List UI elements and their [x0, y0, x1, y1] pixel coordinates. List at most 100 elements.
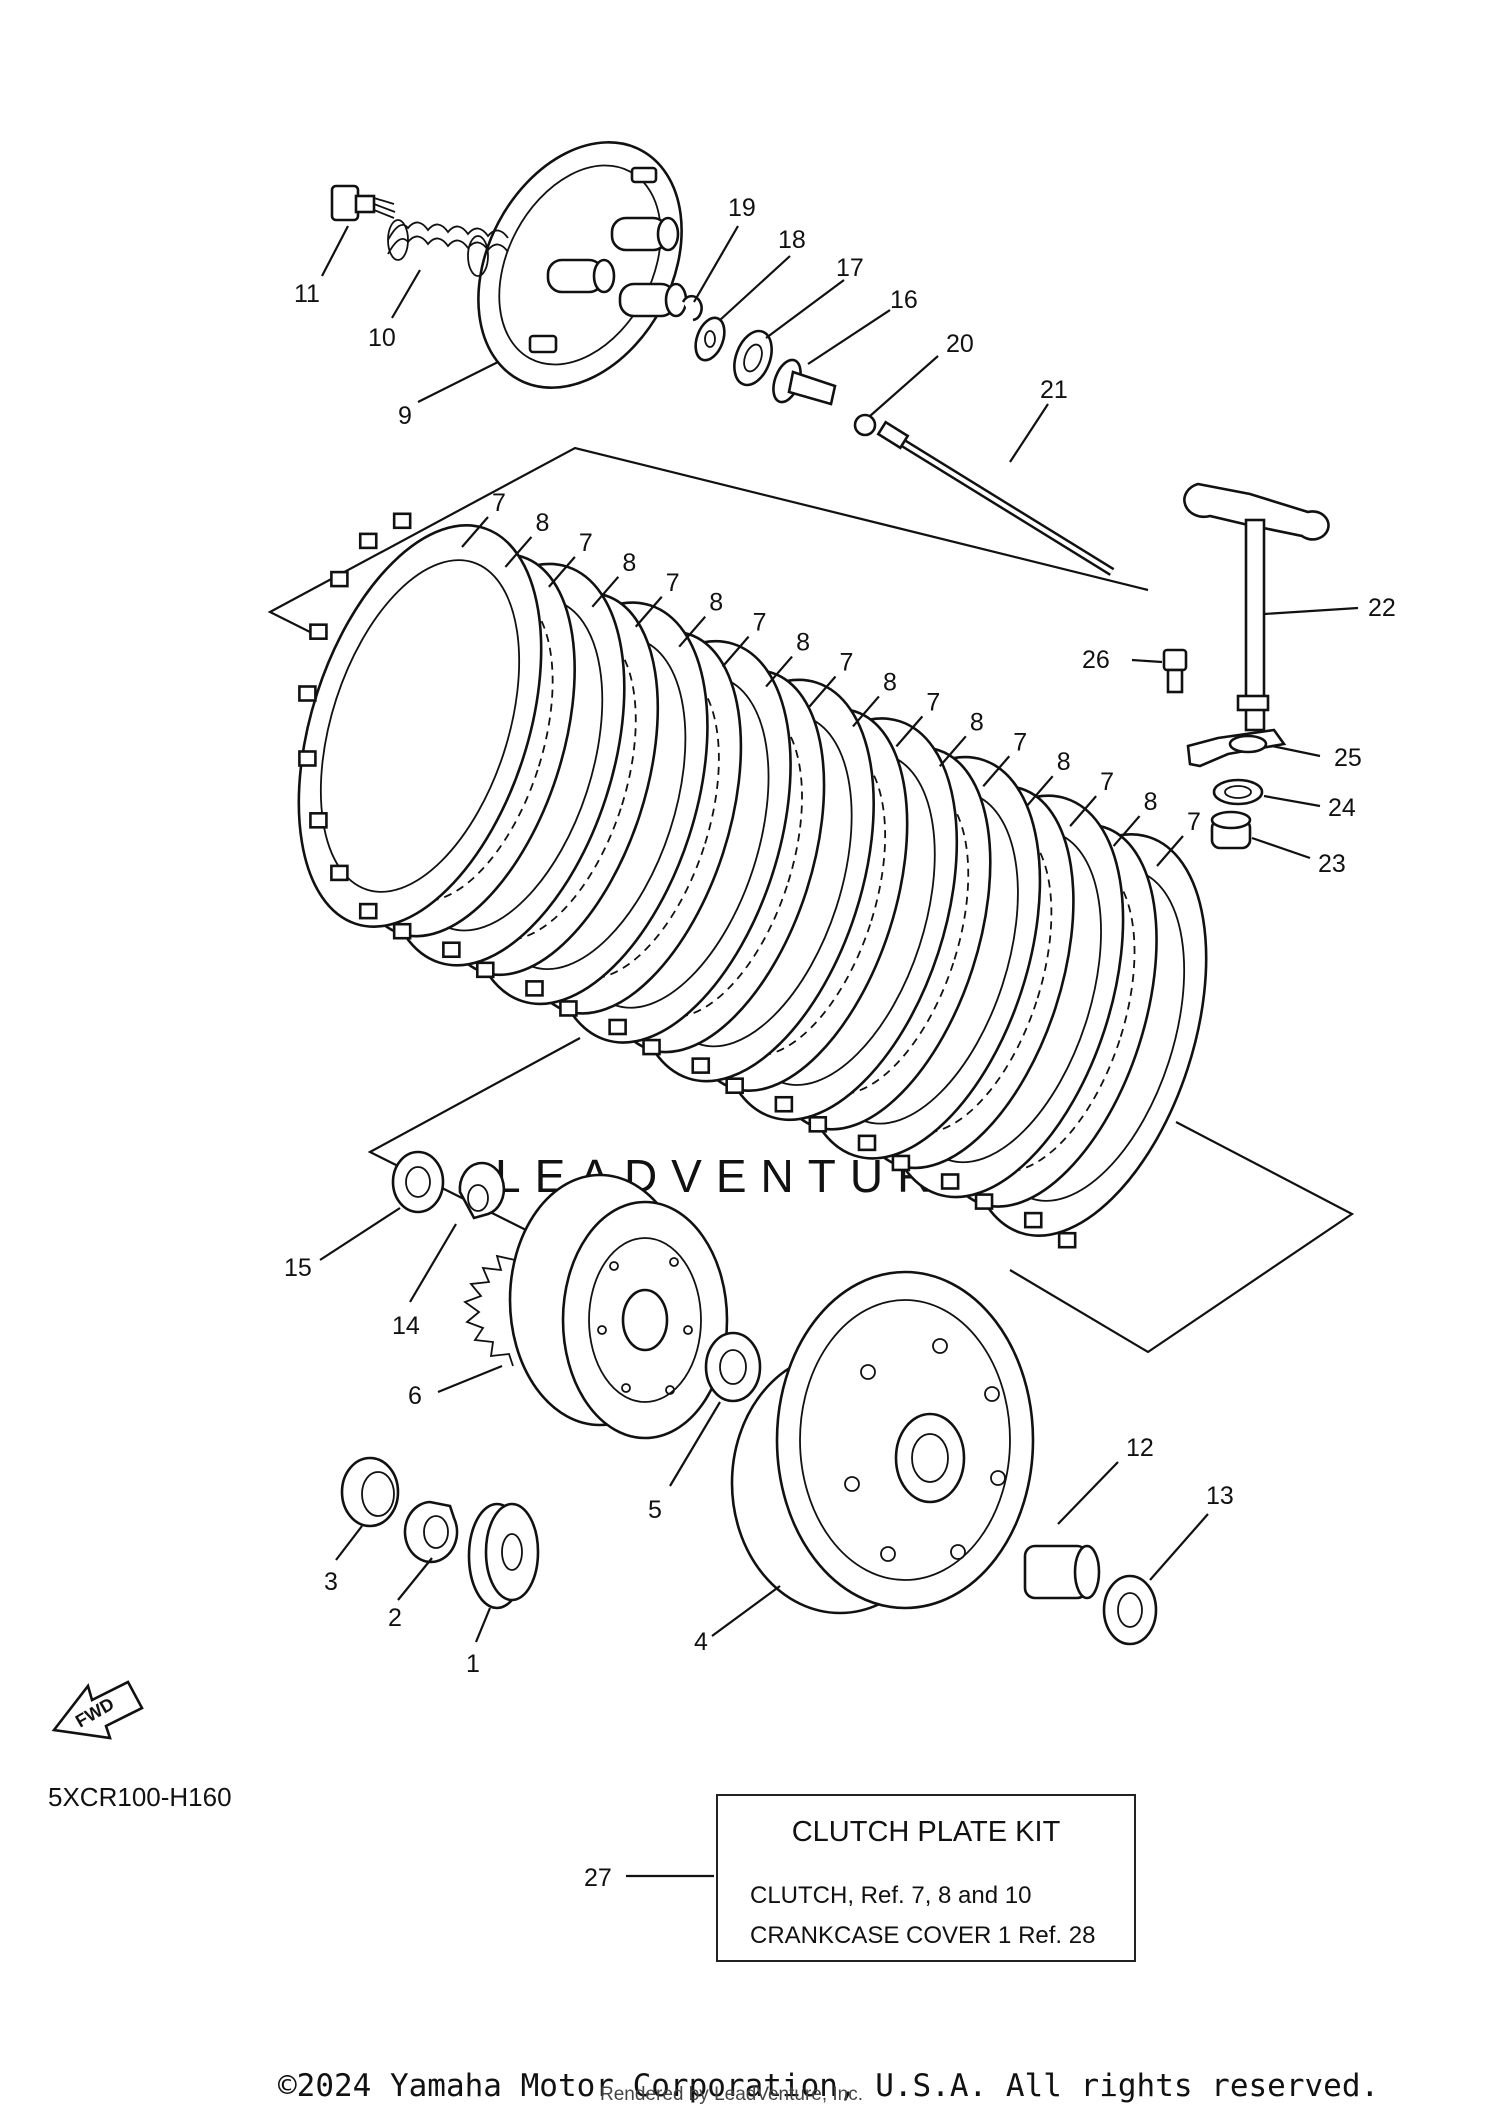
callout-26: 26 — [1082, 646, 1110, 674]
leader-lines — [319, 225, 1359, 1878]
ball-part[interactable] — [853, 413, 877, 437]
plate-tab — [330, 570, 349, 588]
plate-tab — [475, 961, 495, 979]
plate-tab — [808, 1116, 828, 1133]
callout-13: 13 — [1206, 1482, 1234, 1510]
plate-leader-line — [852, 695, 880, 728]
washer-part[interactable] — [690, 314, 729, 364]
callout-6: 6 — [408, 1382, 422, 1410]
gear-part[interactable] — [467, 1502, 540, 1610]
plate-stack-frame — [267, 446, 1355, 1354]
plate-tab — [774, 1095, 794, 1113]
callout-7: 7 — [1100, 768, 1114, 796]
plate-leader-line — [548, 556, 576, 588]
plate-leader-line — [1069, 795, 1097, 827]
plate-leader-line — [1025, 775, 1054, 807]
callout-8: 8 — [796, 629, 810, 657]
collar-part[interactable] — [1023, 1544, 1101, 1600]
plate-tab — [725, 1077, 744, 1095]
plate-tab — [974, 1193, 994, 1210]
callout-14: 14 — [392, 1312, 420, 1340]
locknut-part[interactable] — [391, 1150, 445, 1214]
clutch-spring-part[interactable] — [387, 219, 509, 277]
plate-leader-line — [938, 735, 967, 768]
callout-8: 8 — [1057, 748, 1071, 776]
lock-washer-2-part[interactable] — [403, 1500, 459, 1564]
plate-tab — [298, 685, 317, 702]
plate-tab — [309, 812, 328, 829]
plate-tab — [691, 1057, 711, 1074]
plate-leader-line — [808, 675, 837, 708]
needle-bearing-part[interactable] — [1210, 810, 1252, 850]
callout-8: 8 — [622, 549, 636, 577]
callout-16: 16 — [890, 286, 918, 314]
callout-7: 7 — [926, 688, 940, 716]
plate-leader-line — [765, 655, 793, 688]
bearing-part[interactable] — [727, 326, 778, 390]
callout-3: 3 — [324, 1568, 338, 1596]
plate-leader-line — [461, 516, 489, 548]
kit-line-1: CLUTCH, Ref. 7, 8 and 10 — [750, 1882, 1032, 1909]
callout-7: 7 — [753, 609, 767, 637]
copyright-notice: ©2024 Yamaha Motor Corporation, U.S.A. A… — [278, 2068, 1380, 2104]
callout-24: 24 — [1328, 794, 1356, 822]
kit-line-2: CRANKCASE COVER 1 Ref. 28 — [750, 1922, 1096, 1949]
oil-seal-part[interactable] — [1212, 778, 1264, 806]
kit-title: CLUTCH PLATE KIT — [791, 1816, 1061, 1848]
plate-leader-line — [982, 755, 1011, 787]
diagram-code: 5XCR100-H160 — [48, 1782, 232, 1812]
callout-9: 9 — [398, 402, 412, 430]
plate-tab — [642, 1038, 661, 1056]
callout-10: 10 — [368, 324, 396, 352]
washer-13-part[interactable] — [1102, 1574, 1158, 1646]
plate-tab — [392, 512, 412, 530]
thrust-washer-part[interactable] — [704, 1331, 762, 1403]
callout-25: 25 — [1334, 744, 1362, 772]
callout-8: 8 — [535, 509, 549, 537]
plate-tab — [608, 1018, 627, 1036]
callout-1: 1 — [466, 1650, 480, 1678]
bolt-26-part[interactable] — [1162, 648, 1188, 694]
plate-leader-line — [721, 635, 750, 668]
rendered-by-notice: Rendered by LeadVenture, Inc. — [600, 2084, 864, 2105]
callout-18: 18 — [778, 226, 806, 254]
callout-27: 27 — [584, 1864, 612, 1892]
plate-tab — [298, 750, 317, 767]
clutch-plate-kit-box: CLUTCH PLATE KIT CLUTCH, Ref. 7, 8 and 1… — [716, 1794, 1136, 1962]
plate-tab — [330, 864, 349, 882]
plate-tab — [309, 623, 328, 640]
plate-tab — [358, 532, 378, 550]
plate-tab — [442, 941, 461, 959]
plate-tab — [891, 1154, 911, 1172]
push-lever-shaft-part[interactable] — [1183, 482, 1330, 732]
plate-leader-line — [895, 715, 924, 748]
nut-part[interactable] — [340, 1456, 400, 1528]
plate-tab — [1057, 1231, 1077, 1249]
callout-8: 8 — [709, 589, 723, 617]
callout-8: 8 — [883, 668, 897, 696]
callout-12: 12 — [1126, 1434, 1154, 1462]
callout-23: 23 — [1318, 850, 1346, 878]
plate-tab — [1023, 1211, 1043, 1229]
callout-8: 8 — [1144, 788, 1158, 816]
fwd-arrow-icon: FWD — [51, 1680, 144, 1740]
plate-tab — [525, 980, 544, 997]
push-rod-part[interactable] — [768, 356, 837, 406]
push-rod-long-part[interactable] — [876, 420, 1115, 576]
callout-2: 2 — [388, 1604, 402, 1632]
callout-11: 11 — [294, 280, 320, 308]
bolt-part[interactable] — [330, 184, 396, 222]
friction-plate[interactable] — [253, 495, 587, 957]
callout-7: 7 — [492, 489, 506, 517]
pressure-plate-part[interactable] — [438, 107, 723, 423]
oil-seal-bracket-part[interactable] — [1186, 728, 1287, 768]
clutch-boss-part[interactable] — [730, 1270, 1035, 1615]
plate-tab — [392, 922, 412, 940]
callout-22: 22 — [1368, 594, 1396, 622]
lock-washer-part[interactable] — [458, 1161, 506, 1220]
clutch-housing-gear-part[interactable] — [463, 1173, 729, 1440]
plate-leader-line — [1156, 835, 1184, 867]
circlip-part[interactable] — [681, 294, 703, 322]
callout-19: 19 — [728, 194, 756, 222]
